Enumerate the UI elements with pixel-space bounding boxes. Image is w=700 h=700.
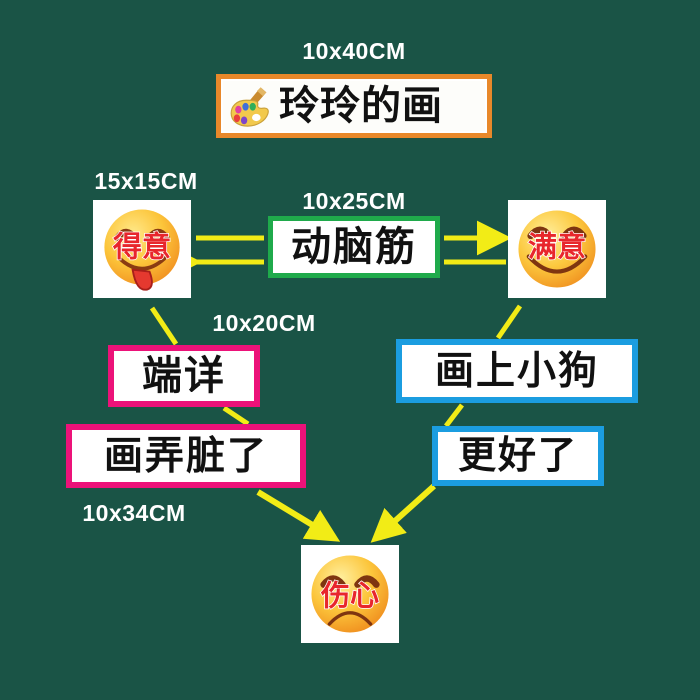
dimension-label-brain: 10x25CM	[302, 188, 406, 214]
emoji-satisfied-label: 满意	[528, 230, 586, 264]
dimension-label-emoji: 15x15CM	[94, 168, 198, 194]
emoji-proud-label: 得意	[112, 230, 171, 264]
title-card-text: 玲玲的画	[279, 83, 443, 128]
emoji-card-sad[interactable]: 伤心	[301, 545, 399, 643]
card-dog-text: 画上小狗	[434, 349, 599, 393]
line-gaze-to-smudged	[222, 405, 250, 427]
card-smudged[interactable]: 画弄脏了	[66, 424, 306, 488]
arrow-smudged-to-sad	[256, 489, 341, 542]
sad-frowning-face-icon: 伤心	[311, 555, 389, 633]
paint-palette-icon	[230, 87, 269, 127]
card-gaze-text: 端详	[142, 353, 226, 398]
card-brain-text: 动脑筋	[291, 224, 417, 269]
emoji-sad-label: 伤心	[320, 579, 379, 612]
line-satisfied-to-dog	[495, 304, 523, 340]
card-brain[interactable]: 动脑筋	[268, 216, 440, 278]
card-smudged-text: 画弄脏了	[103, 434, 268, 478]
arrow-better-to-sad	[370, 483, 437, 543]
dimension-label-title: 10x40CM	[302, 38, 406, 64]
dimension-label-gaze: 10x20CM	[212, 310, 316, 336]
happy-smiling-face-icon: 满意	[518, 210, 596, 288]
line-dog-to-better	[444, 403, 464, 428]
dimension-label-smudged: 10x34CM	[82, 500, 186, 526]
card-dog[interactable]: 画上小狗	[396, 339, 638, 403]
emoji-card-proud[interactable]: 得意	[93, 200, 191, 298]
title-card[interactable]: 玲玲的画	[216, 74, 492, 138]
card-better[interactable]: 更好了	[432, 426, 604, 486]
smug-tongue-face-icon: 得意	[104, 209, 180, 291]
line-proud-to-gaze	[149, 306, 179, 346]
card-better-text: 更好了	[457, 435, 578, 477]
emoji-card-satisfied[interactable]: 满意	[508, 200, 606, 298]
card-gaze[interactable]: 端详	[108, 345, 260, 407]
